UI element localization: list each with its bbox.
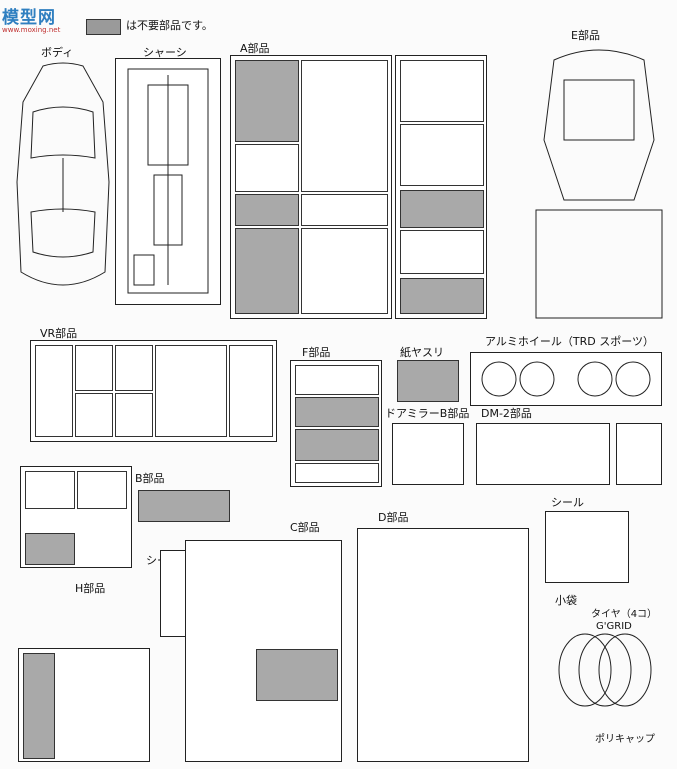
label-chassis: シャーシ [143,46,187,59]
label-sandpaper: 紙ヤスリ [400,346,444,359]
body-shell-drawing [16,62,110,286]
f-part-gray-3 [295,429,379,461]
a-part-tile-5 [301,194,388,226]
vr-part-tile-5 [115,393,153,437]
f-part-tile-4 [295,463,379,483]
unneeded-color-swatch [86,19,121,35]
e-parts-drawing [535,49,663,319]
label-b-parts: B部品 [135,472,165,485]
decal-sheet [545,511,629,583]
vr-part-tile-6 [155,345,227,437]
sandpaper-piece [397,360,459,402]
wheels-drawing [481,361,651,397]
f-part-tile-1 [295,365,379,395]
a-part-tile-8 [400,60,484,122]
label-door-mirror: ドアミラーB部品 [385,407,470,420]
chassis-drawing [127,68,209,294]
vr-part-tile-1 [35,345,73,437]
label-vr-parts: VR部品 [40,327,78,340]
a-part-tile-9 [400,124,484,186]
b-part-tile-1 [25,471,75,509]
d-parts-runner [357,528,529,762]
wheels-runner [470,352,662,406]
f-parts-runner [290,360,382,487]
a-part-tile-2 [301,60,388,192]
vr-part-tile-7 [229,345,273,437]
label-body: ボディ [41,46,74,59]
label-tire-brand: G'GRID [596,621,632,632]
chassis-frame [115,58,221,305]
b-part-gray-3 [25,533,75,565]
label-f-parts: F部品 [302,346,331,359]
label-a-parts: A部品 [240,42,270,55]
a-part-gray-6 [235,228,299,314]
b-part-tile-2 [77,471,127,509]
a-part-tile-11 [400,230,484,274]
label-c-parts: C部品 [290,521,320,534]
b-part-gray-spoiler [138,490,230,522]
a-parts-runner [230,55,392,319]
vr-part-tile-4 [75,393,113,437]
b-parts-runner [20,466,132,568]
tires-drawing [558,633,652,707]
label-dm2: DM-2部品 [481,407,532,420]
f-part-gray-2 [295,397,379,427]
vr-parts-runner [30,340,277,442]
door-mirror-runner [392,423,464,485]
a-part-gray-1 [235,60,299,142]
label-e-parts: E部品 [571,29,600,42]
vr-part-tile-3 [115,345,153,391]
dm2-runner [476,423,610,485]
label-d-parts: D部品 [378,511,409,524]
c-parts-runner [185,540,342,762]
legend-text: は不要部品です。 [126,19,213,32]
a-parts-runner-right [395,55,487,319]
vr-part-tile-2 [75,345,113,391]
label-wheels: アルミホイール（TRD スポーツ） [485,335,654,348]
c-part-gray-1 [256,649,338,701]
a-part-gray-10 [400,190,484,228]
dm2-runner-right [616,423,662,485]
a-part-gray-12 [400,278,484,314]
site-logo: 模型网 www.moxing.net [2,8,61,34]
h-part-gray-1 [23,653,55,759]
label-tire: タイヤ（4コ） [591,609,658,620]
a-part-gray-4 [235,194,299,226]
label-h-parts: H部品 [75,582,106,595]
a-part-tile-3 [235,144,299,192]
h-parts-runner [18,648,150,762]
a-part-tile-7 [301,228,388,314]
label-seal: シール [551,496,584,509]
label-polycap: ポリキャップ [595,734,655,745]
label-bag: 小袋 [555,594,577,607]
